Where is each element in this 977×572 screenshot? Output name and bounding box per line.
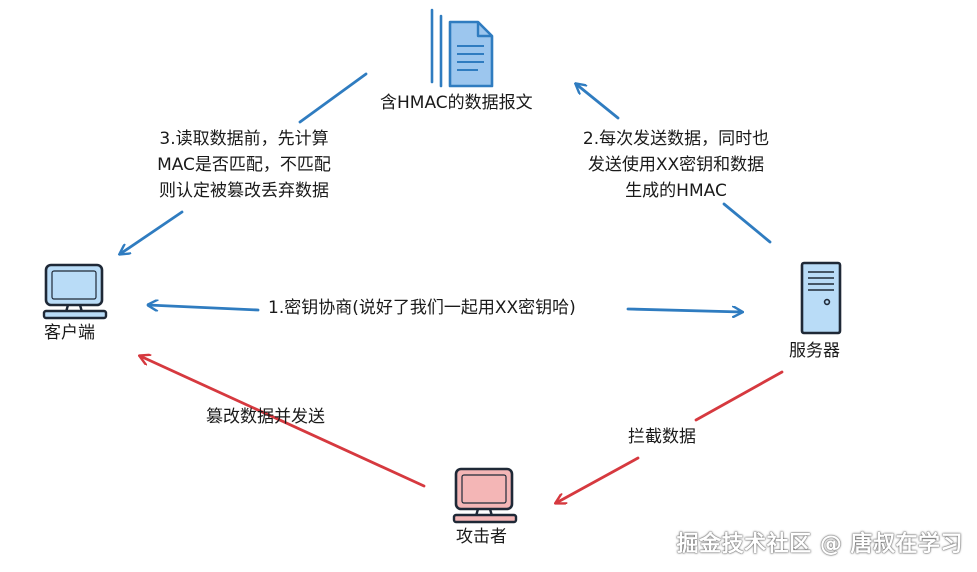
step2-label: 2.每次发送数据，同时也 发送使用XX密钥和数据 生成的HMAC [558,126,794,204]
step2-line: 发送使用XX密钥和数据 [587,155,765,175]
intercept-arrow [556,370,784,503]
document-stack-icon [430,8,494,88]
step3-line: 3.读取数据前，先计算 [159,129,329,149]
key-negotiation-arrow [146,305,742,312]
client-label: 客户端 [44,323,95,343]
step2-line: 2.每次发送数据，同时也 [582,129,770,149]
tamper-label: 篡改数据并发送 [206,407,325,427]
step3-line: 则认定被篡改丢弃数据 [159,181,329,201]
step3-label: 3.读取数据前，先计算 MAC是否匹配，不匹配 则认定被篡改丢弃数据 [128,126,360,204]
step2-line: 生成的HMAC [625,181,727,201]
intercept-label: 拦截数据 [628,427,696,447]
client-computer-icon [42,263,108,320]
document-label: 含HMAC的数据报文 [380,93,533,113]
attacker-computer-icon [452,467,518,524]
tamper-arrow [140,356,426,488]
server-label: 服务器 [789,341,840,361]
server-icon [800,261,842,335]
step1-label: 1.密钥协商(说好了我们一起用XX密钥哈) [268,298,576,318]
watermark: 掘金技术社区 @ 唐叔在学习 [676,532,963,557]
attacker-label: 攻击者 [456,527,507,547]
verify-mac-arrow [120,72,368,254]
send-data-arrow [576,84,772,244]
step3-line: MAC是否匹配，不匹配 [157,155,331,175]
